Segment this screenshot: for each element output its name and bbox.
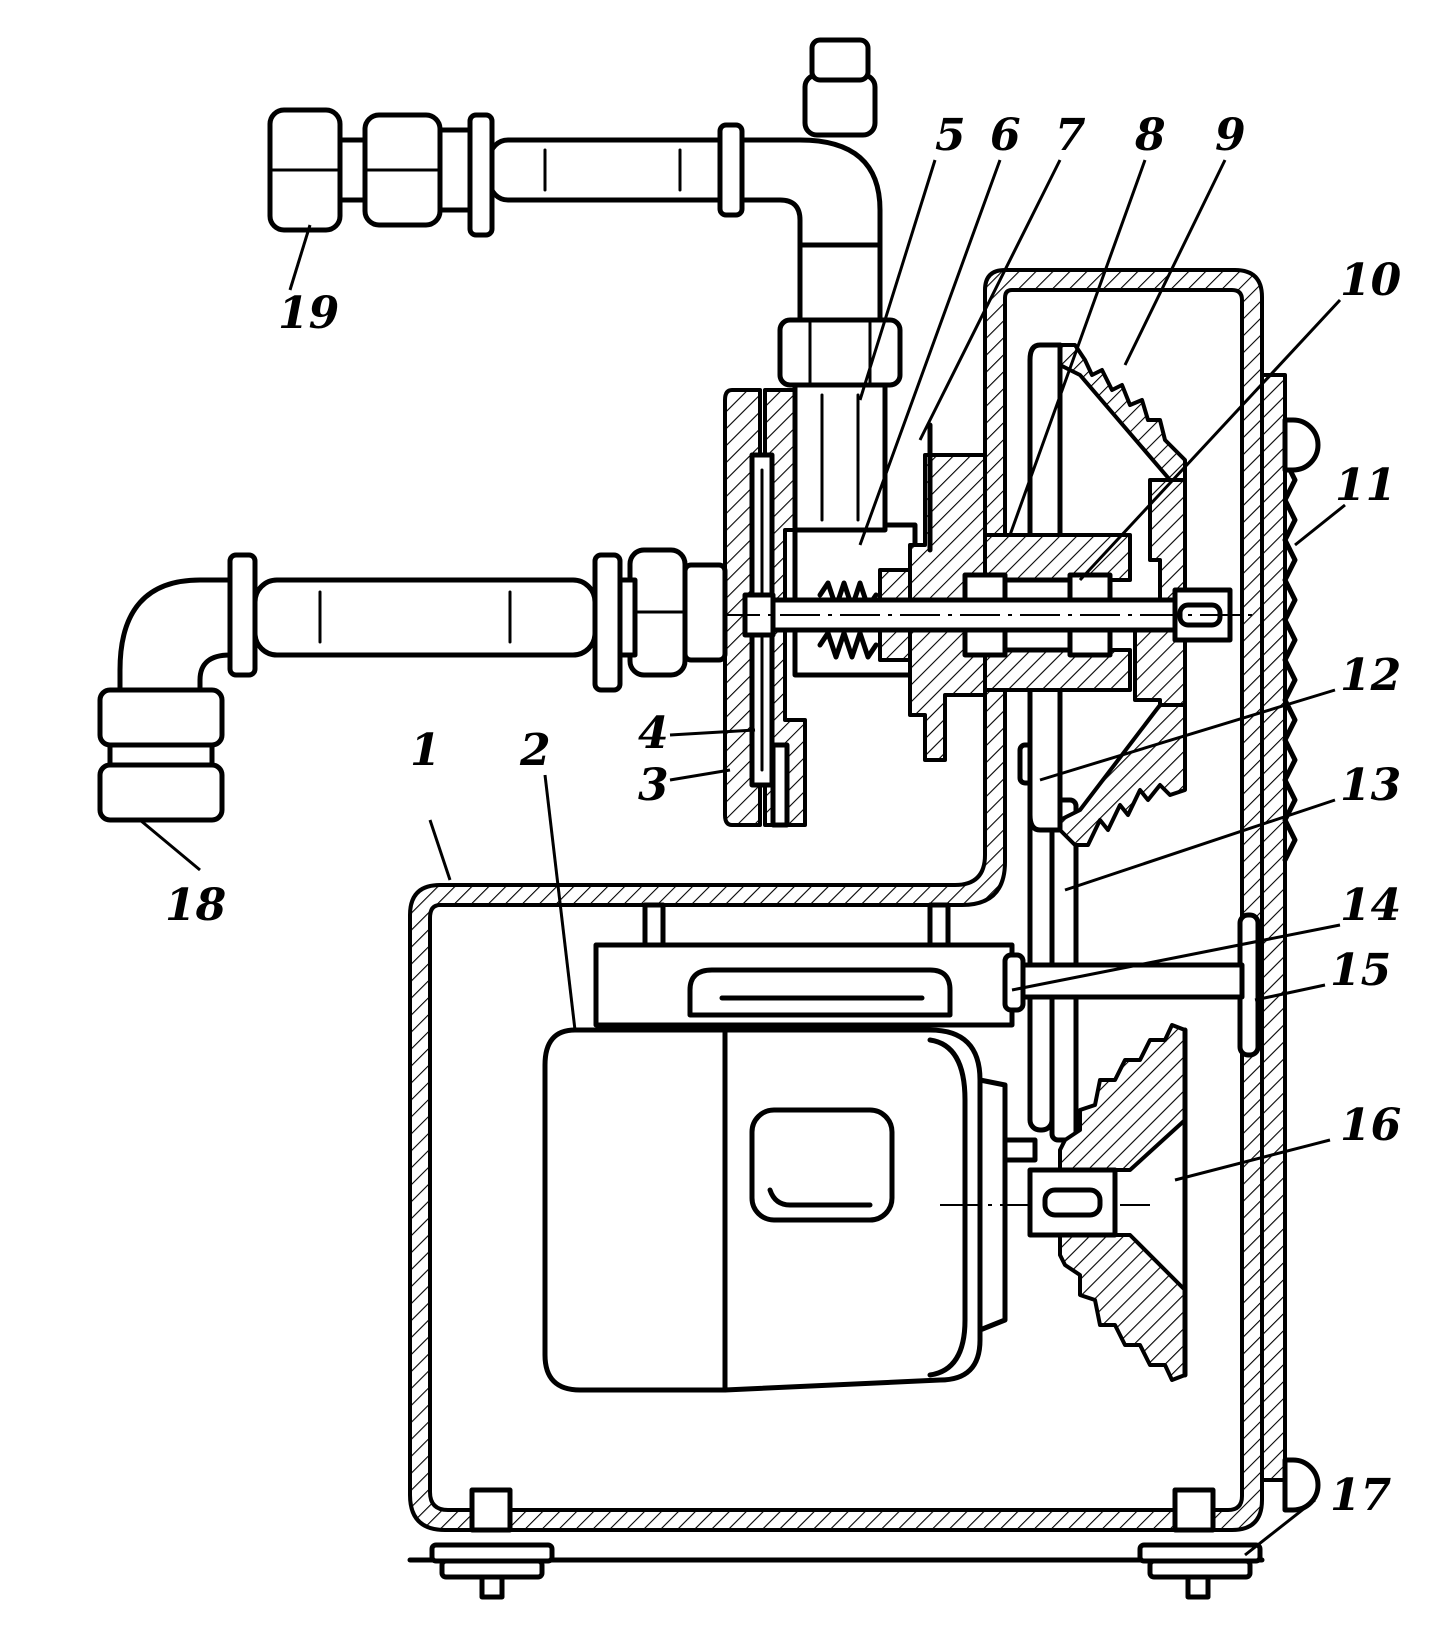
label-4: 4 (638, 708, 669, 759)
label-12: 12 (1340, 650, 1401, 701)
label-7: 7 (1055, 110, 1086, 161)
label-5: 5 (935, 110, 966, 161)
label-19: 19 (278, 288, 339, 339)
label-18: 18 (165, 880, 226, 931)
label-8: 8 (1134, 110, 1166, 161)
drive-pulley (1027, 1023, 1188, 1382)
label-3: 3 (638, 760, 669, 811)
label-10: 10 (1340, 255, 1402, 306)
electric-motor (542, 942, 1150, 1393)
belt-guard-cover (1237, 373, 1321, 1513)
foot-left (429, 1487, 555, 1600)
label-2: 2 (519, 725, 551, 776)
label-16: 16 (1340, 1100, 1401, 1151)
label-6: 6 (990, 110, 1021, 161)
label-11: 11 (1335, 460, 1396, 511)
discharge-pipe (267, 37, 903, 533)
label-1: 1 (410, 725, 441, 776)
label-9: 9 (1215, 110, 1246, 161)
label-15: 15 (1330, 945, 1391, 996)
label-13: 13 (1340, 760, 1401, 811)
pump-housing (420, 388, 1260, 828)
label-17: 17 (1330, 1470, 1392, 1521)
label-14: 14 (1340, 880, 1401, 931)
foot-right (1137, 1487, 1263, 1600)
leader-lines (139, 159, 1346, 1557)
suction-pipe (97, 547, 728, 823)
